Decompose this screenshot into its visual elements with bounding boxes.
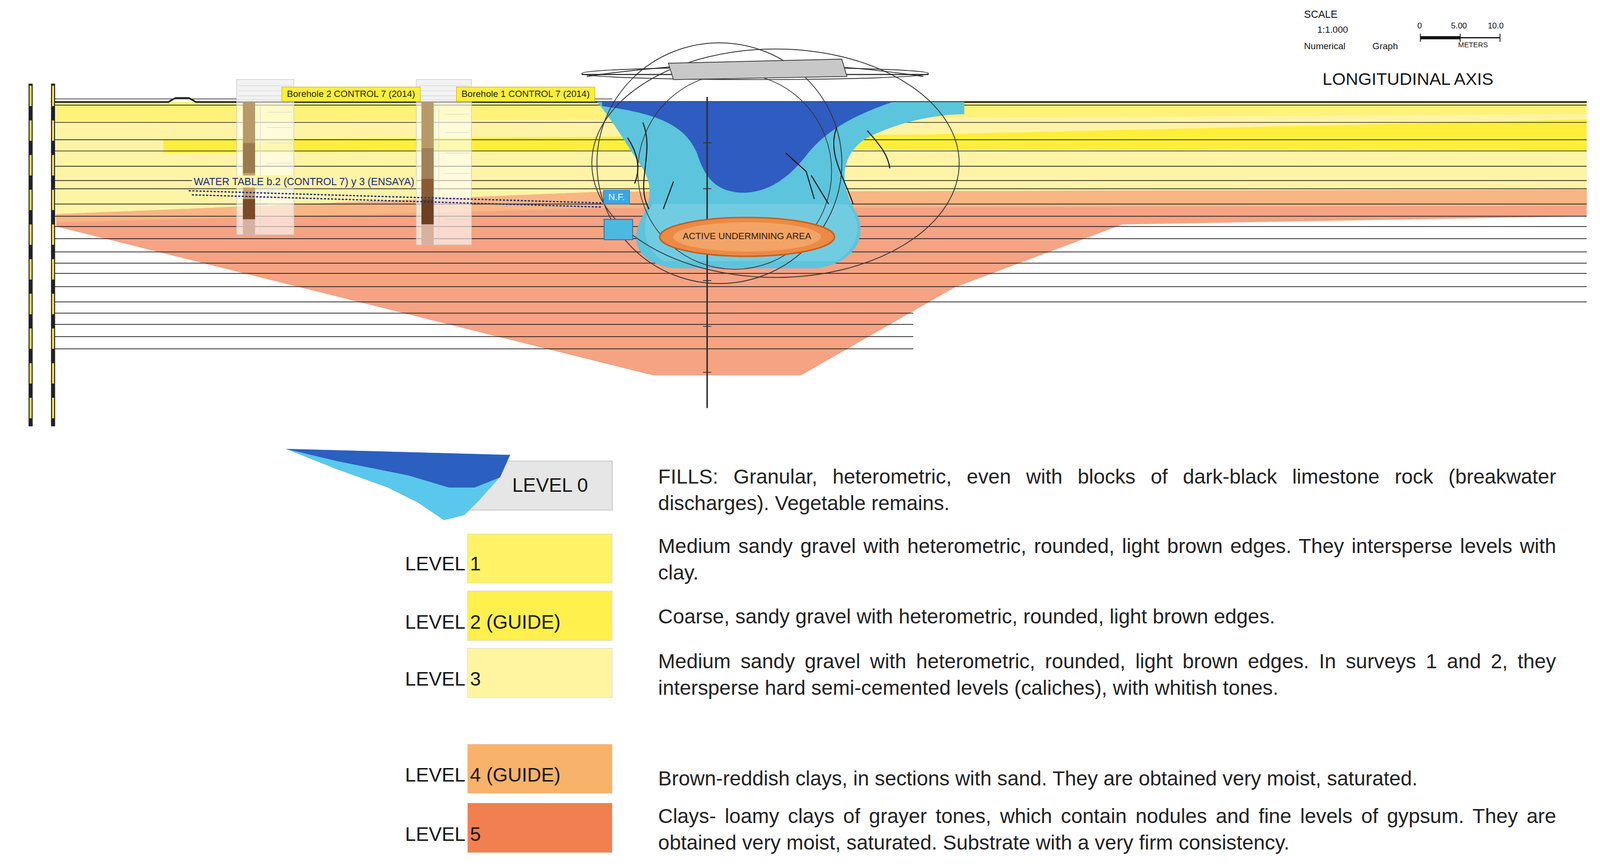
- sinkhole: [581, 42, 965, 408]
- ellipse-highlight: [673, 222, 821, 252]
- borehole-logs-part: [243, 142, 256, 174]
- borehole-logs-part: [421, 178, 434, 199]
- sinkhole-part: [668, 59, 847, 80]
- borehole-tag: Borehole 1 CONTROL 7 (2014): [456, 86, 596, 102]
- scale-tick: 10.0: [1487, 21, 1504, 31]
- borehole-logs-part: [238, 85, 292, 233]
- level-description: Clays- loamy clays of grayer tones, whic…: [658, 802, 1557, 856]
- water-table-label: WATER TABLE b.2 (CONTROL 7) y 3 (ENSAYA): [191, 175, 417, 188]
- legend-label: LEVEL 4 (GUIDE): [405, 763, 561, 787]
- water-table-line-part: [191, 194, 603, 207]
- ellipse-shape: [659, 217, 835, 257]
- level-description: FILLS: Granular, heterometric, even with…: [658, 463, 1557, 517]
- depth-rulers-part: [29, 85, 32, 425]
- depth-rulers-part: [52, 85, 55, 425]
- sinkhole-part-part: [785, 152, 814, 199]
- sinkhole-part: [596, 102, 965, 269]
- sinkhole-part-part: [642, 122, 650, 210]
- depth-rulers: [30, 83, 54, 427]
- sinkhole-part-part: [867, 130, 891, 169]
- scale-bar-part: [1420, 33, 1501, 42]
- scale-text: 1:1.000: [1317, 24, 1349, 36]
- scale-text: Numerical: [1303, 40, 1346, 53]
- sinkhole-part-part: [833, 127, 854, 204]
- legend-level0-swatch: [285, 448, 613, 521]
- legend-label: LEVEL 3: [405, 667, 481, 692]
- sinkhole-part: [601, 102, 893, 193]
- legend-label: LEVEL 1: [405, 552, 481, 576]
- level-description: Coarse, sandy gravel with heterometric, …: [658, 603, 1557, 630]
- borehole-logs-part: [421, 224, 434, 245]
- scale-text: Graph: [1372, 40, 1398, 53]
- water-level-box: N.F.: [603, 189, 631, 205]
- axis-title: LONGITUDINAL AXIS: [1322, 68, 1493, 90]
- borehole-logs-part: [421, 199, 434, 225]
- legend-level0-swatch-part: [285, 448, 511, 521]
- sinkhole-part-part: [627, 137, 638, 184]
- depth-rulers-part: [51, 83, 55, 427]
- scale-tick: 0: [1417, 21, 1422, 31]
- scale-bar: [1420, 33, 1501, 42]
- level-description: Medium sandy gravel with heterometric, r…: [658, 532, 1557, 586]
- node-text: Borehole 2 CONTROL 7 (2014): [286, 88, 416, 100]
- sinkhole-part: [591, 49, 960, 278]
- borehole-tag: Borehole 2 CONTROL 7 (2014): [281, 86, 421, 102]
- legend-label: LEVEL 0: [512, 474, 588, 498]
- scale-text: SCALE: [1303, 8, 1338, 21]
- legend-label: LEVEL 2 (GUIDE): [405, 610, 561, 635]
- borehole-logs-part: [243, 219, 256, 235]
- scale-unit: METERS: [1458, 40, 1489, 50]
- borehole-logs-part: [421, 102, 434, 149]
- scale-bar-part: [1420, 36, 1461, 40]
- sinkhole-part: [604, 219, 633, 240]
- depth-rulers-part: [28, 83, 33, 427]
- legend-swatch: [467, 802, 613, 854]
- sinkhole-part: [703, 142, 712, 373]
- level-description: Medium sandy gravel with heterometric, r…: [658, 648, 1557, 702]
- borehole-logs-part: [421, 148, 434, 179]
- scale-tick: 5.00: [1450, 21, 1467, 31]
- legend-level0-swatch-part: [285, 448, 511, 488]
- node-text: Borehole 1 CONTROL 7 (2014): [461, 88, 590, 100]
- level-description: Brown-reddish clays, in sections with sa…: [658, 765, 1557, 792]
- sinkhole-part: [644, 203, 858, 261]
- sinkhole-part-part: [811, 175, 829, 204]
- section-lines-part: [51, 313, 914, 350]
- borehole-logs-part: [416, 79, 472, 245]
- water-table-line: [188, 190, 602, 208]
- legend-swatch: [467, 648, 613, 699]
- borehole-logs-part: [243, 199, 256, 220]
- borehole-logs-part: [236, 79, 295, 235]
- sinkhole-part-part: [663, 181, 674, 210]
- sinkhole-part: [627, 122, 890, 210]
- undermining-ellipse: ACTIVE UNDERMINING AREA: [658, 216, 836, 258]
- legend-swatch: [467, 533, 613, 584]
- node-text: ACTIVE UNDERMINING AREA: [682, 230, 812, 243]
- legend-label: LEVEL 5: [405, 823, 481, 847]
- borehole-logs-part: [418, 85, 470, 244]
- node-text: N.F.: [608, 191, 625, 204]
- borehole-logs-part: [243, 102, 256, 144]
- borehole-logs: [236, 79, 472, 245]
